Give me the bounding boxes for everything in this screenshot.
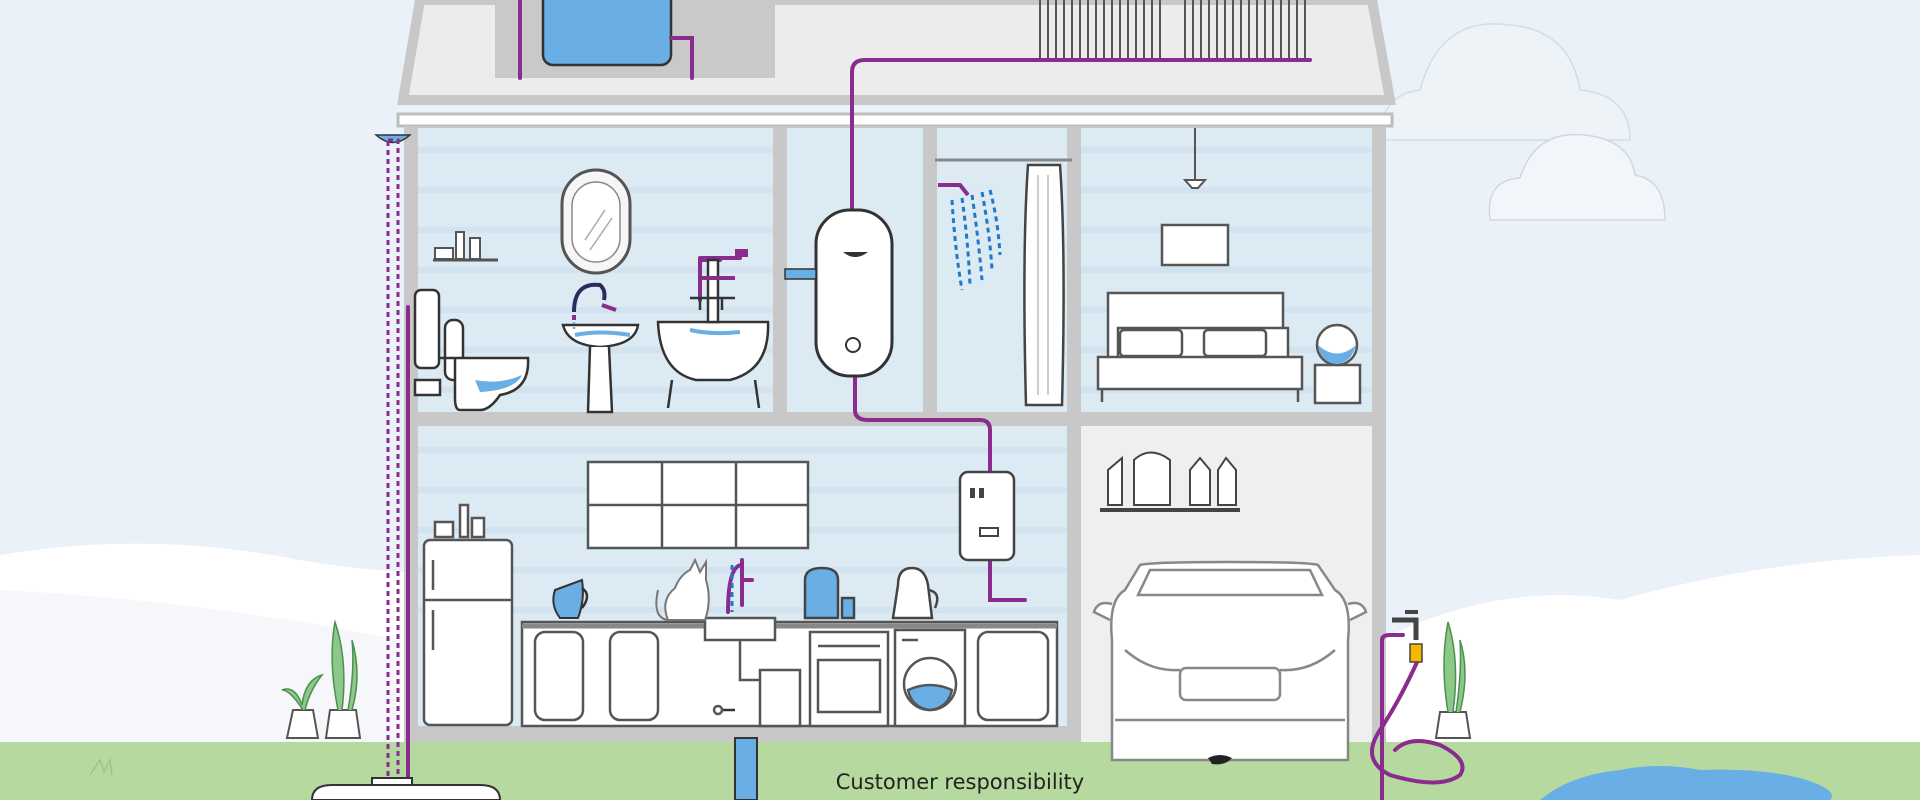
eave [396,112,1394,128]
mirror [560,168,632,275]
cat [655,557,710,621]
washing-machine [893,628,967,728]
water-heater-cylinder [784,208,894,378]
outdoor-tap [1392,610,1423,663]
cleaning-products [1100,451,1240,512]
shower [935,158,1072,407]
plants [281,619,1472,739]
grass-tuft [89,757,113,776]
bedroom-furniture [1160,128,1230,267]
kitchen-sink [703,616,802,728]
hill-right [1380,555,1920,745]
car [1092,560,1368,762]
responsibility-label: Customer responsibility [835,770,1085,794]
pipework [406,0,1465,800]
manhole [310,784,502,800]
drain [734,737,758,800]
jug [552,578,589,619]
pond [1540,766,1832,800]
bath [656,258,770,409]
boiler [958,470,1016,562]
basin [561,282,640,414]
water-tank [541,0,673,67]
bed [1096,291,1304,402]
oil-spill [1208,755,1232,765]
bathroom-shelf [433,231,498,262]
fish-bowl [1313,323,1362,405]
kettle [803,566,939,620]
fridge [422,503,514,727]
oven [808,630,890,728]
cloud-large [1379,23,1631,141]
toilet [413,288,530,412]
cloud-small [1488,133,1666,221]
